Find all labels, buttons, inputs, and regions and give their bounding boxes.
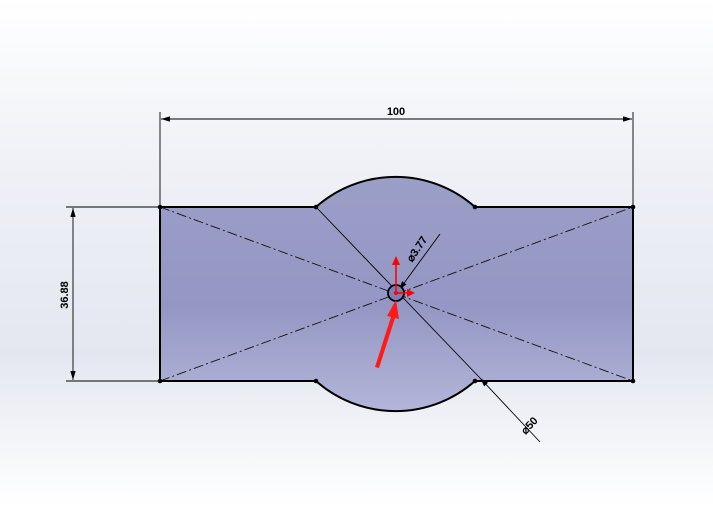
width-dimension[interactable]: 100 — [159, 106, 634, 205]
diagonal-centerline-1[interactable] — [159, 206, 634, 382]
sketch-point[interactable] — [157, 204, 163, 210]
sketch-point[interactable] — [472, 378, 478, 384]
sketch-point[interactable] — [313, 378, 319, 384]
red-arrow-cursor-icon — [375, 300, 399, 368]
sketch-point[interactable] — [630, 378, 636, 384]
height-dimension-value[interactable]: 36.88 — [59, 281, 71, 309]
height-dimension[interactable]: 36.88 — [59, 206, 158, 382]
leader-line — [479, 377, 541, 443]
arc-diameter-value[interactable]: ⌀50 — [519, 415, 541, 437]
width-dimension-value[interactable]: 100 — [387, 106, 405, 118]
sketch-point[interactable] — [630, 204, 636, 210]
sketch-point[interactable] — [157, 378, 163, 384]
leader-line — [398, 233, 441, 291]
sketch-point[interactable] — [472, 204, 478, 210]
diagonal-centerline-2[interactable] — [159, 206, 634, 382]
origin-triad-icon — [392, 256, 415, 297]
